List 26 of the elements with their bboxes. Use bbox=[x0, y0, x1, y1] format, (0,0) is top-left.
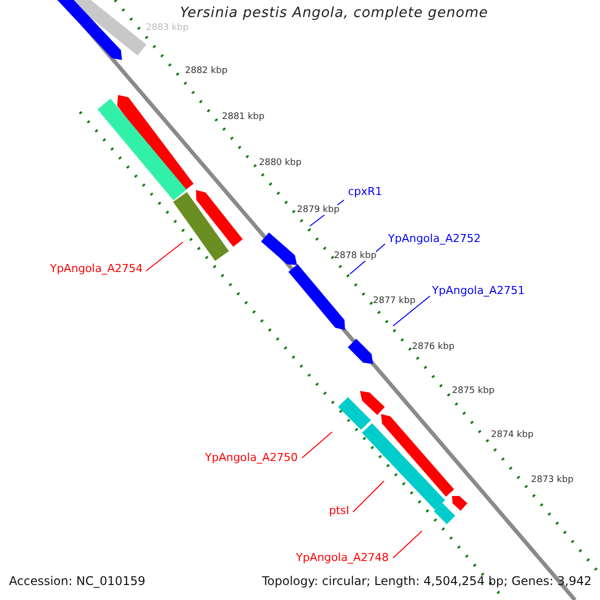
title: Yersinia pestis Angola, complete genome bbox=[180, 5, 488, 22]
gene-label: YpAngola_A2751 bbox=[432, 285, 525, 298]
scale-label: 2880 kbp bbox=[259, 158, 302, 168]
leader-line bbox=[146, 242, 184, 272]
gene-label: ptsI bbox=[329, 505, 350, 518]
leader-line bbox=[302, 432, 332, 458]
scale-label: 2879 kbp bbox=[297, 205, 340, 216]
gene-label: YpAngola_A2752 bbox=[388, 233, 481, 246]
gene-label: YpAngola_A2754 bbox=[50, 263, 143, 276]
scale-label: 2877 kbp bbox=[373, 296, 416, 306]
scale-label: 2873 kbp bbox=[531, 475, 574, 486]
scale-label: 2882 kbp bbox=[185, 66, 228, 76]
scale-label: 2875 kbp bbox=[452, 386, 494, 396]
leader-line bbox=[352, 480, 384, 512]
scale-label: 2878 kbp bbox=[334, 251, 376, 262]
scale-label: 2874 kbp bbox=[491, 430, 534, 440]
gene-label: YpAngola_A2750 bbox=[205, 452, 298, 465]
scale-label: 2876 kbp bbox=[412, 342, 454, 352]
genome-info-text: Topology: circular; Length: 4,504,254 bp; Genes: 3,942 bbox=[262, 575, 592, 589]
gene-label: cpxR1 bbox=[348, 186, 382, 199]
gene-label: YpAngola_A2748 bbox=[296, 552, 389, 565]
scale-label: 2881 kbp bbox=[222, 112, 264, 122]
leader-line bbox=[392, 296, 430, 326]
leader-line bbox=[392, 530, 422, 558]
accession-text: Accession: NC_010159 bbox=[9, 575, 146, 589]
scale-label: 2883 kbp bbox=[146, 23, 188, 34]
